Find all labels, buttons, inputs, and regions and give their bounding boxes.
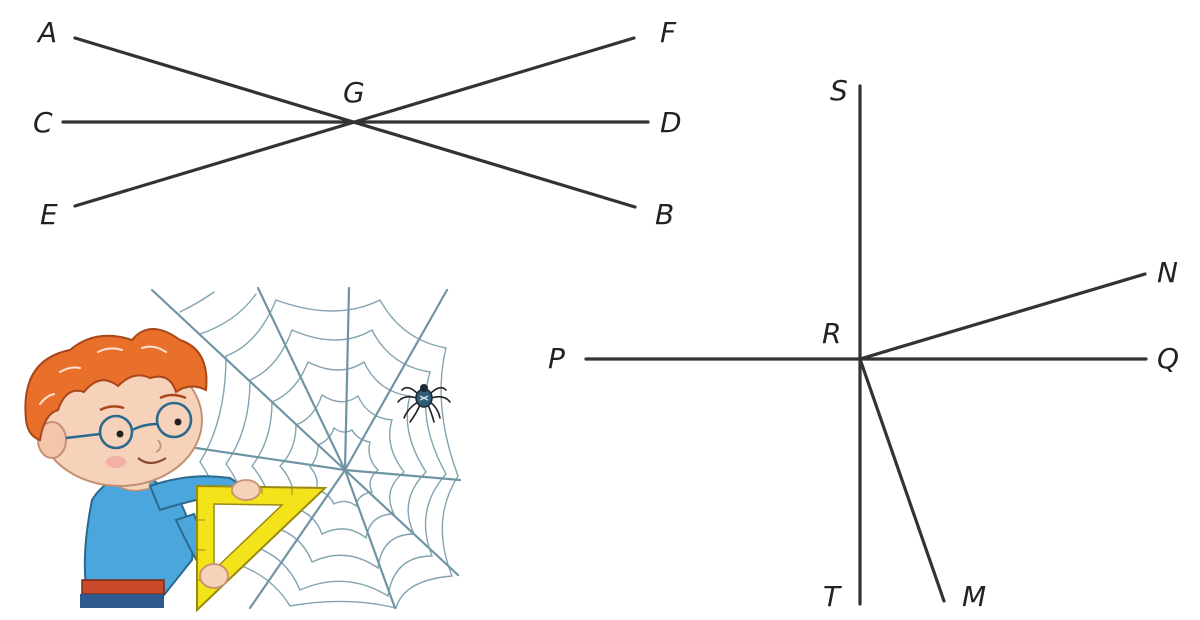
boy-icon bbox=[24, 328, 250, 608]
label-c: C bbox=[33, 106, 53, 139]
figure-rays-from-r: S R P Q N T M bbox=[548, 74, 1179, 613]
label-t: T bbox=[823, 580, 842, 613]
ray-rm bbox=[858, 357, 946, 603]
spider-icon bbox=[397, 384, 451, 423]
spider-web-icon bbox=[150, 286, 462, 610]
label-r: R bbox=[822, 317, 841, 350]
label-n: N bbox=[1157, 256, 1178, 289]
label-s: S bbox=[830, 74, 848, 107]
label-a: A bbox=[36, 16, 57, 49]
label-d: D bbox=[660, 106, 682, 139]
label-f: F bbox=[660, 16, 677, 49]
label-e: E bbox=[40, 198, 58, 231]
label-g: G bbox=[343, 76, 365, 109]
ray-rn bbox=[858, 272, 1147, 361]
label-p: P bbox=[548, 342, 565, 375]
label-q: Q bbox=[1157, 342, 1179, 375]
label-m: M bbox=[962, 580, 986, 613]
set-square-icon bbox=[196, 479, 328, 613]
label-b: B bbox=[655, 198, 674, 231]
figure-intersecting-lines: A C E G F D B bbox=[33, 16, 682, 231]
line-ef bbox=[73, 36, 636, 208]
